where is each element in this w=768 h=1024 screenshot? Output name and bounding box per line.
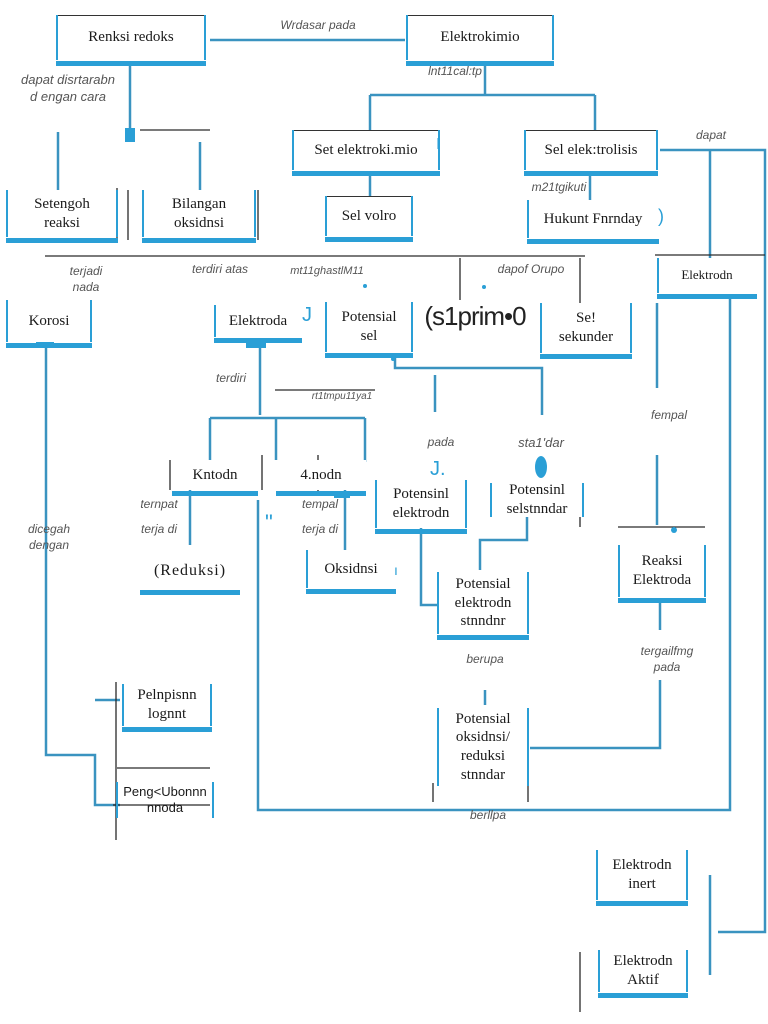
label-terjadi-pada: terjadi nada: [69, 264, 103, 294]
node-sel-elektrolisis-label: Sel elek:trolisis: [544, 141, 638, 158]
mark-hukum: ): [658, 206, 664, 226]
node-sel-elektrolisis: Sel elek:trolisis: [524, 130, 658, 176]
connector-potensial-sel: [393, 358, 544, 415]
node-potensial-elektroda: Potensinl elektrodn: [375, 480, 467, 534]
node-elektroda-aktif: Elektrodn Aktif: [598, 950, 688, 998]
label-dapat-berupa: dapof Orupo: [497, 262, 565, 276]
label-tergantung-pada: tergailfmg pada: [640, 644, 694, 674]
node-anoda-label: 4.nodn: [300, 466, 342, 483]
connector-elektroda-kanan: [256, 296, 732, 812]
label-pada: pada: [427, 435, 455, 449]
node-elektroda: Elektroda: [214, 305, 302, 343]
label-menghasilkan: mt11ghastlM11: [290, 265, 364, 277]
label-intinya: lnt11cal:tp: [428, 64, 482, 78]
label-terdiri: terdiri: [215, 371, 246, 385]
node-sel-primer: (s1prim•0: [424, 295, 526, 337]
node-bilangan-oksidasi: Bilangan oksidnsi: [142, 190, 256, 243]
node-oksidasi-label: Oksidnsi: [324, 560, 378, 577]
node-reaksi-elektroda-label: Reaksi Elektroda: [632, 553, 692, 588]
node-bilangan-oksidasi-label: Bilangan oksidnsi: [171, 195, 227, 231]
node-potensial-sel-standar: Potensinl selstnndar: [490, 482, 584, 517]
label-berupa-bawah: berllpa: [469, 808, 507, 822]
node-korosi-label: Korosi: [28, 312, 70, 329]
label-tempat-kanan: fempal: [650, 408, 688, 422]
mark-quote: ": [265, 510, 273, 535]
marker-standar: [535, 456, 547, 478]
node-elektrokimia: Elektrokimio: [406, 15, 554, 66]
connector-elektroda-down: [208, 345, 367, 462]
label-standar: sta1'dar: [518, 435, 564, 450]
node-potensial-sel-standar-label: Potensinl selstnndar: [506, 482, 568, 517]
label-tempat-katoda: ternpat: [140, 497, 178, 511]
node-elektrokimia-label: Elektrokimio: [440, 29, 520, 46]
label-dicegah-dengan: dicegah dengan: [27, 522, 71, 552]
node-elektroda-kanan-label: Elektrodn: [681, 267, 733, 283]
node-pelapisan-logam-label: Pelnpisnn lognnt: [137, 687, 197, 722]
label-berupa: berupa: [466, 652, 504, 666]
connector-elektrokimia-split: [368, 65, 597, 130]
connector-elektrolisis-right: [660, 148, 767, 934]
node-potensial-oksidasi-reduksi-label: Potensial oksidnsi/ reduksi stnndar: [455, 710, 511, 783]
node-potensial-elektroda-label: Potensinl elektrodn: [392, 486, 450, 521]
label-terjadi-anoda: terja di: [301, 522, 339, 536]
label-terdiri-atas: terdiri atas: [191, 262, 249, 276]
node-sel-sekunder: Se! sekunder: [540, 303, 632, 359]
connector-korosi-down: [44, 345, 120, 807]
node-reaksi-redoks: Renksi redoks: [56, 15, 206, 66]
node-hukum-faraday: Hukunt Fnrnday: [527, 200, 659, 244]
node-anoda: 4.nodn: [276, 460, 366, 496]
connector-pot-elektroda: [419, 515, 437, 607]
marker-dot-3: [391, 357, 395, 361]
node-oksidasi: Oksidnsi: [306, 550, 396, 594]
connector-tergantung: [530, 600, 662, 750]
marker-dot-2: [482, 285, 486, 289]
node-elektroda-inert-label: Elektrodn inert: [612, 857, 672, 892]
label-berdasar-pada: Wrdasar pada: [280, 18, 356, 32]
node-potensial-sel-label: Potensial sel: [341, 309, 397, 344]
node-potensial-elektroda-standar: Potensial elektrodn stnndnr: [437, 572, 529, 640]
mark-oksidasi: ı: [394, 562, 398, 578]
marker-dot-1: [363, 284, 367, 288]
node-setengah-reaksi-label: Setengoh reaksi: [34, 195, 90, 231]
node-sel-volta: Sel volro: [325, 196, 413, 242]
node-potensial-sel: Potensial sel: [325, 302, 413, 358]
node-elektroda-kanan: Elektrodn: [657, 258, 757, 299]
marker-dot-4: [671, 527, 677, 533]
node-hukum-faraday-label: Hukunt Fnrnday: [543, 210, 643, 227]
node-katoda: Kntodn: [172, 460, 258, 496]
label-tempat-tengah: rt1tmpu11ya1: [311, 391, 373, 402]
node-elektroda-inert: Elektrodn inert: [596, 850, 688, 906]
label-dapat-kanan: dapat: [695, 128, 727, 142]
node-sel-sekunder-label: Se! sekunder: [558, 310, 614, 345]
label-dapat-distarakan: dapat disrtarabn d engan cara: [21, 72, 115, 104]
node-pengorbanan-anoda-label: Peng<Ubonnn nnoda: [123, 783, 207, 815]
node-reaksi-redoks-label: Renksi redoks: [88, 29, 174, 46]
node-reduksi-label: (Reduksi): [153, 562, 227, 579]
mark-j: J.: [430, 458, 446, 480]
node-pengorbanan-anoda: Peng<Ubonnn nnoda: [116, 782, 214, 818]
node-sel-volta-label: Sel volro: [341, 207, 397, 224]
label-tempat-anoda: tempal: [301, 497, 339, 511]
node-sel-primer-label: (s1prim•0: [424, 300, 526, 331]
label-terjadi-katoda: terja di: [140, 522, 178, 536]
node-sel-elektrokimia: Set elektroki.mio: [292, 130, 440, 176]
arrowhead-redoks: [125, 128, 135, 142]
mark-sel-elektrokimia: I: [436, 136, 441, 153]
label-mengikuti: m21tgikuti: [531, 180, 587, 194]
node-pelapisan-logam: Pelnpisnn lognnt: [122, 684, 212, 732]
node-reduksi: (Reduksi): [140, 553, 240, 595]
node-sel-elektrokimia-label: Set elektroki.mio: [314, 141, 418, 158]
node-potensial-oksidasi-reduksi: Potensial oksidnsi/ reduksi stnndar: [437, 708, 529, 786]
arrowhead-elektroda: [246, 338, 266, 348]
node-katoda-label: Kntodn: [192, 466, 238, 483]
node-potensial-elektroda-standar-label: Potensial elektrodn stnndnr: [454, 575, 512, 630]
node-elektroda-aktif-label: Elektrodn Aktif: [613, 953, 673, 988]
node-setengah-reaksi: Setengoh reaksi: [6, 190, 118, 243]
node-reaksi-elektroda: Reaksi Elektroda: [618, 545, 706, 603]
node-korosi: Korosi: [6, 300, 92, 348]
node-elektroda-label: Elektroda: [228, 312, 288, 329]
mark-elektroda: J: [302, 304, 312, 326]
